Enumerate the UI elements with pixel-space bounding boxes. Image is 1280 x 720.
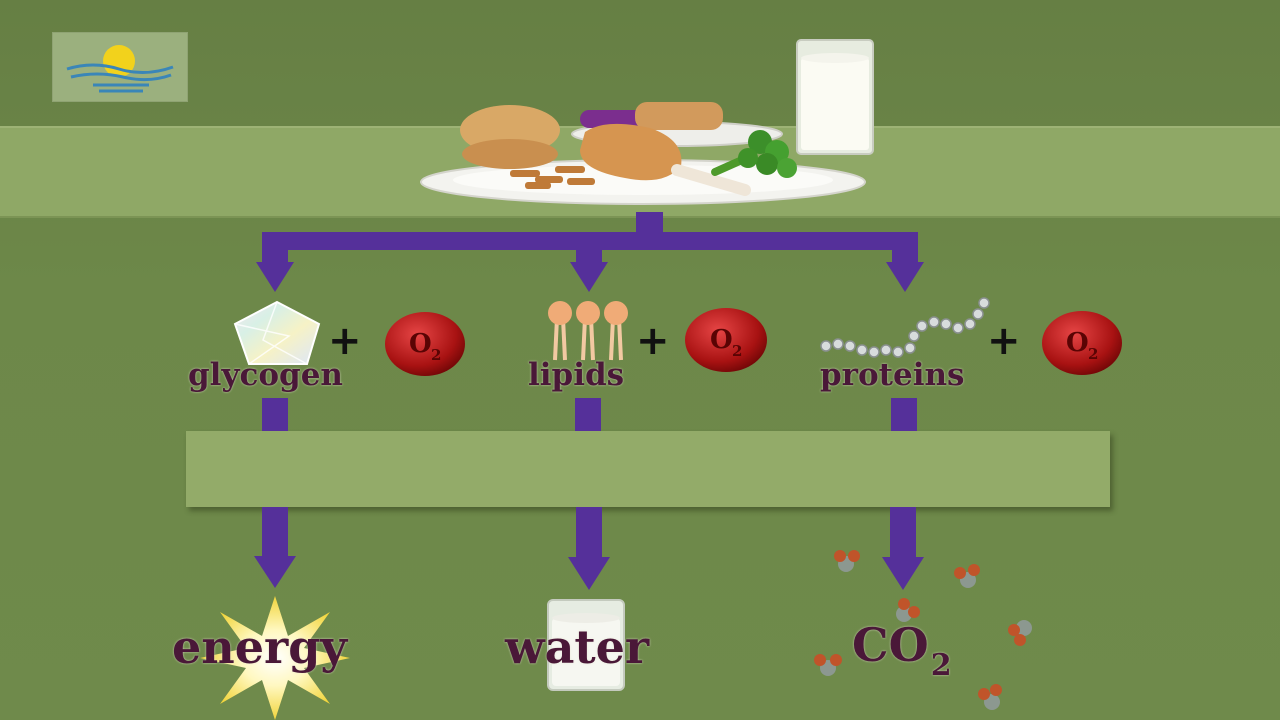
co2-label: CO2 <box>852 618 952 683</box>
co2-molecule-icon <box>814 654 842 676</box>
oxygen-molecule-icon: O 2 <box>1040 309 1124 377</box>
milk-glass-icon <box>795 36 877 158</box>
water-glass-icon <box>546 598 626 692</box>
glycogen-label: glycogen <box>188 357 343 393</box>
svg-text:O: O <box>710 325 733 355</box>
co2-molecule-icon <box>896 598 920 622</box>
logo-icon <box>52 32 188 102</box>
co2-molecule-icon <box>978 684 1002 710</box>
co2-text: CO <box>852 618 929 672</box>
co2-subscript: 2 <box>930 648 952 683</box>
co2-molecule-icon <box>1008 620 1032 646</box>
food-plate-icon <box>415 92 875 212</box>
svg-text:O: O <box>1066 328 1089 358</box>
svg-text:2: 2 <box>1088 345 1098 363</box>
svg-text:2: 2 <box>431 346 441 364</box>
water-label: water <box>505 620 650 674</box>
proteins-label: proteins <box>820 357 965 393</box>
protein-chain-icon <box>818 296 994 362</box>
energy-star-icon <box>200 596 350 720</box>
svg-text:2: 2 <box>732 342 742 360</box>
oxygen-molecule-icon: O 2 <box>383 310 467 378</box>
co2-molecule-icon <box>834 550 860 572</box>
lipids-label: lipids <box>528 357 625 393</box>
oxygen-molecule-icon: O 2 <box>683 306 769 374</box>
glycogen-plus: + <box>328 318 362 364</box>
metabolism-band <box>186 431 1110 507</box>
svg-text:O: O <box>409 329 432 359</box>
co2-molecules <box>800 536 1040 720</box>
energy-label: energy <box>172 620 348 674</box>
lipids-plus: + <box>636 318 670 364</box>
co2-molecule-icon <box>954 564 980 588</box>
glycogen-pentagon-icon <box>233 300 321 366</box>
proteins-plus: + <box>987 318 1021 364</box>
lipid-molecules-icon <box>545 300 635 362</box>
